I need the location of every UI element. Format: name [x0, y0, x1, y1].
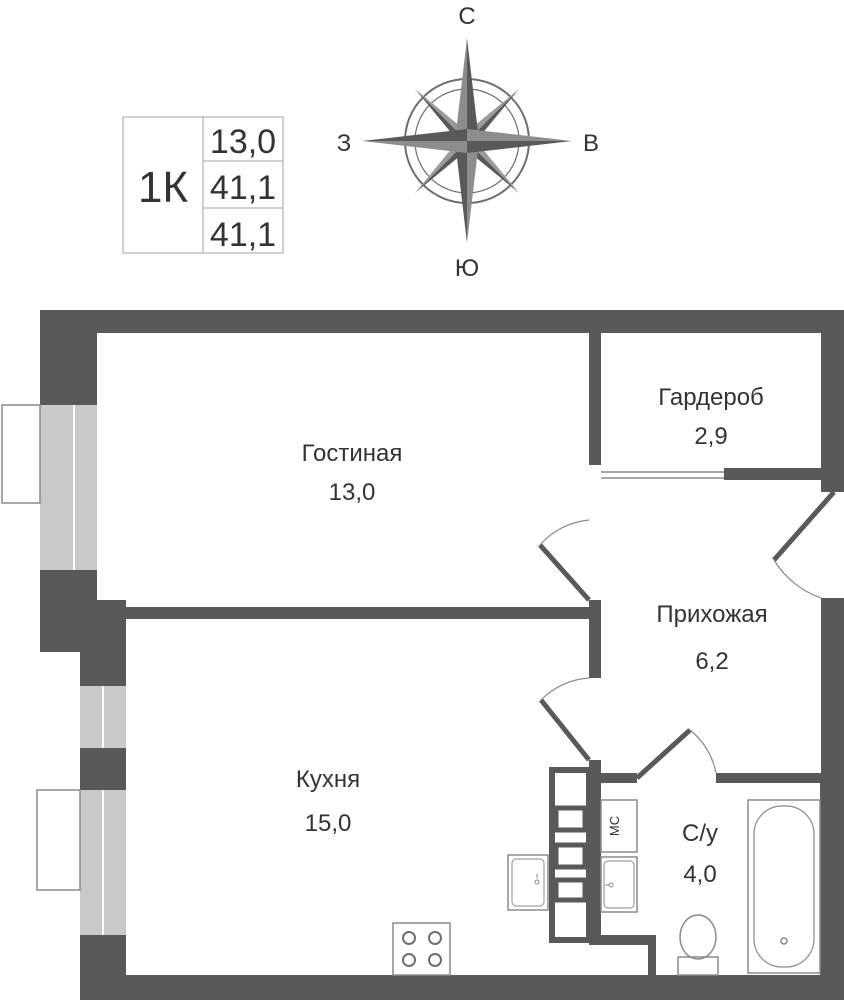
- window-kitchen-upper: [80, 686, 126, 748]
- window-living: [1, 404, 97, 570]
- stove-icon: [392, 922, 451, 976]
- door-living: [538, 519, 591, 602]
- exterior-walls: [40, 310, 844, 1000]
- kitchen-sink-icon: [507, 854, 549, 911]
- room-area-wardrobe: 2,9: [694, 423, 727, 450]
- compass-east-label: В: [583, 130, 599, 157]
- total-area-with-balcony-value: 41,1: [210, 216, 276, 254]
- living-area-value: 13,0: [210, 123, 276, 161]
- compass-rose-icon: [362, 38, 572, 243]
- kitchen-cabinet-unit: [549, 767, 656, 975]
- room-name-living: Гостиная: [302, 440, 403, 467]
- total-area-value: 41,1: [210, 169, 276, 207]
- door-kitchen: [539, 677, 591, 762]
- compass-west-label: З: [337, 130, 352, 157]
- room-area-kitchen: 15,0: [305, 810, 352, 837]
- room-name-kitchen: Кухня: [296, 766, 360, 793]
- washing-machine-icon: МС: [600, 799, 638, 853]
- compass-north-label: С: [458, 3, 475, 30]
- room-name-wardrobe: Гардероб: [658, 384, 764, 411]
- toilet-icon: [677, 914, 719, 976]
- bathroom-sink-icon: [600, 856, 638, 913]
- window-kitchen-lower: [36, 789, 126, 935]
- compass-south-label: Ю: [455, 255, 479, 282]
- wardrobe-sliding-door: [601, 471, 724, 479]
- bathtub-icon: [747, 799, 821, 974]
- room-area-living: 13,0: [329, 479, 376, 506]
- room-area-hallway: 6,2: [695, 648, 728, 675]
- apartment-type-label: 1К: [138, 163, 188, 212]
- door-bathroom: [635, 728, 717, 780]
- interior-walls: [126, 333, 844, 783]
- room-name-hallway: Прихожая: [656, 601, 767, 628]
- door-entrance: [772, 490, 836, 599]
- room-area-bathroom: 4,0: [683, 861, 716, 888]
- apartment-info-table: 1К 13,0 41,1 41,1: [122, 116, 284, 254]
- washer-label: МС: [607, 816, 622, 836]
- room-name-bathroom: С/у: [682, 820, 718, 847]
